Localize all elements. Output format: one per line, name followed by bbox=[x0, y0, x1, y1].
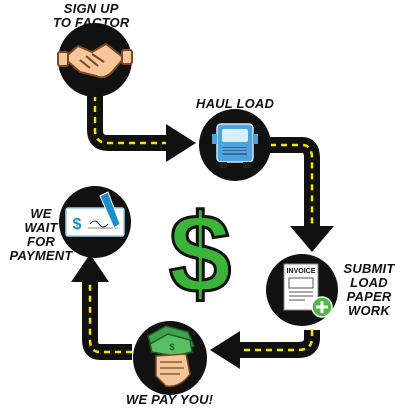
we-pay-you-label: WE PAY YOU! bbox=[126, 392, 214, 407]
invoice-icon: INVOICE bbox=[283, 263, 333, 318]
step-submit: INVOICE bbox=[266, 254, 338, 326]
road-haul-to-submit bbox=[270, 137, 320, 228]
arrow-to-wait bbox=[71, 254, 109, 282]
step-sign-up bbox=[57, 23, 133, 97]
sign-up-label: SIGN UP TO FACTOR bbox=[53, 1, 130, 30]
cash-hand-icon: $ bbox=[147, 325, 196, 387]
arrow-to-haul bbox=[166, 124, 196, 162]
pen-icon bbox=[99, 191, 121, 229]
svg-text:$: $ bbox=[169, 342, 174, 352]
submit-paperwork-label: SUBMIT LOAD PAPER WORK bbox=[343, 261, 395, 318]
step-haul-load bbox=[199, 109, 271, 181]
invoice-doc-label: INVOICE bbox=[287, 268, 316, 275]
step-pay: $ bbox=[133, 321, 207, 395]
arrow-to-pay bbox=[210, 331, 240, 369]
road-sign-to-haul bbox=[87, 95, 168, 151]
haul-load-label: HAUL LOAD bbox=[196, 96, 275, 111]
wait-for-payment-label: WE WAIT FOR PAYMENT bbox=[9, 206, 73, 263]
road-pay-to-wait bbox=[82, 280, 132, 360]
check-icon: $ bbox=[65, 191, 125, 237]
arrow-to-submit bbox=[290, 226, 334, 252]
handshake-icon bbox=[57, 42, 133, 79]
step-wait: $ bbox=[59, 186, 131, 258]
center-dollar-sign: $ bbox=[169, 191, 231, 316]
road-paths bbox=[71, 95, 334, 369]
truck-icon bbox=[212, 123, 258, 168]
road-submit-to-pay bbox=[238, 330, 320, 358]
svg-text:$: $ bbox=[73, 216, 82, 233]
